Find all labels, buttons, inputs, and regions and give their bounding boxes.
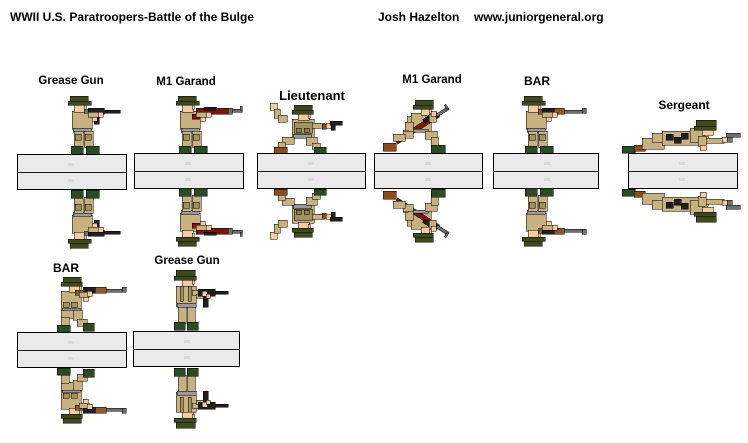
fold-line xyxy=(135,171,243,172)
fold-base xyxy=(134,153,244,189)
fold-line xyxy=(629,171,737,172)
soldier-figure-bar-1 xyxy=(512,95,600,155)
fold-base xyxy=(374,153,483,189)
soldier-figure-sergeant xyxy=(620,119,746,155)
soldier-figure-bar-2-mirrored xyxy=(53,367,129,424)
soldier-figure-m1-garand-1 xyxy=(166,95,250,155)
fold-line xyxy=(134,349,239,350)
sheet-author: Josh Hazelton xyxy=(378,10,460,24)
unit-label: BAR xyxy=(524,74,550,88)
soldier-figure-grease-gun-1-mirrored xyxy=(58,189,124,249)
fold-base xyxy=(133,331,240,367)
sheet-website: www.juniorgeneral.org xyxy=(474,10,604,24)
soldier-figure-m1-garand-1-mirrored xyxy=(166,187,250,247)
fold-base xyxy=(17,154,127,190)
fold-base xyxy=(493,153,599,189)
unit-label: BAR xyxy=(53,261,79,275)
soldier-figure-grease-gun-2 xyxy=(168,269,229,331)
soldier-figure-m1-garand-2-mirrored xyxy=(381,188,467,244)
soldier-figure-bar-1-mirrored xyxy=(512,187,600,247)
soldier-figure-grease-gun-2-mirrored xyxy=(168,367,229,429)
fold-base xyxy=(257,153,366,189)
fold-line xyxy=(18,172,126,173)
fold-base xyxy=(628,153,738,189)
soldier-figure-lieutenant-mirrored xyxy=(268,188,354,240)
fold-line xyxy=(258,171,365,172)
fold-line xyxy=(18,350,126,351)
soldier-figure-lieutenant xyxy=(268,102,354,154)
fold-line xyxy=(494,171,598,172)
unit-label: M1 Garand xyxy=(402,74,462,86)
soldier-figure-m1-garand-2 xyxy=(381,98,467,154)
unit-label: Grease Gun xyxy=(154,255,220,267)
soldier-figure-sergeant-mirrored xyxy=(620,187,746,223)
unit-label: Grease Gun xyxy=(38,75,104,87)
unit-label: Sergeant xyxy=(658,98,710,112)
fold-base xyxy=(17,332,127,368)
fold-line xyxy=(375,171,482,172)
unit-label: M1 Garand xyxy=(156,76,216,88)
soldier-figure-bar-2 xyxy=(53,276,129,333)
soldier-figure-grease-gun-1 xyxy=(58,95,124,155)
unit-label: Lieutenant xyxy=(279,88,345,103)
sheet-title: WWII U.S. Paratroopers-Battle of the Bul… xyxy=(10,10,255,24)
